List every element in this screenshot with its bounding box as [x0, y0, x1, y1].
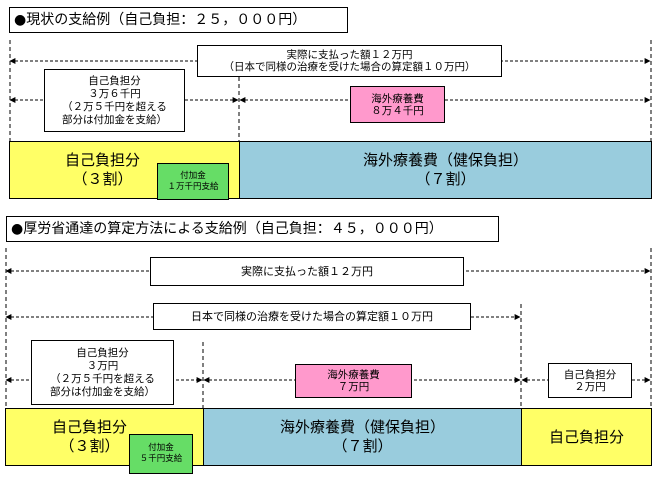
section1-actual-box: 実際に支払った額１２万円 （日本で同様の治療を受けた場合の算定額１０万円）: [197, 45, 502, 77]
self-line4: 部分は付加金を支給）: [50, 385, 155, 398]
addon-line1: 付加金: [180, 170, 206, 181]
bar-self-line2: （３割）: [59, 437, 120, 455]
addon-line2: ５千円支給: [139, 454, 183, 464]
self-line1: 自己負担分: [88, 74, 141, 87]
section2-title: ●厚労省通達の算定方法による支給例（自己負担：４５，０００円）: [6, 216, 499, 242]
section1-bar-insurance: 海外療養費（健保負担） （７割）: [239, 141, 652, 199]
addon-line2: １万千円支給: [167, 181, 219, 192]
bar-self-line1: 自己負担分: [64, 151, 140, 169]
section2-addon-box: 付加金 ５千円支給: [129, 434, 193, 474]
section1-self-box: 自己負担分 ３万６千円 （２万５千円を超える 部分は付加金を支給）: [44, 69, 185, 132]
self-line2: ３万円: [86, 359, 119, 372]
bar-insurance-line1: 海外療養費（健保負担）: [279, 418, 445, 436]
bar-self-line1: 自己負担分: [51, 418, 127, 436]
self-line3: （２万５千円を超える: [62, 100, 167, 113]
actual-text: 実際に支払った額１２万円: [241, 264, 373, 278]
bar-self-line2: （３割）: [72, 170, 133, 188]
self-line3: （２万５千円を超える: [50, 372, 155, 385]
section2-bar-insurance: 海外療養費（健保負担） （７割）: [203, 408, 522, 466]
section2-bar-self-right: 自己負担分: [521, 408, 652, 466]
bar-self-right-text: 自己負担分: [548, 427, 624, 446]
japan-text: 日本で同様の治療を受けた場合の算定額１０万円: [191, 309, 433, 323]
bar-insurance-line2: （７割）: [415, 170, 476, 188]
section2-self-box: 自己負担分 ３万円 （２万５千円を超える 部分は付加金を支給）: [31, 340, 174, 405]
self-line2: ３万６千円: [88, 87, 141, 100]
section2-overseas-box: 海外療養費 ７万円: [295, 364, 412, 398]
section1-title-text: ●現状の支給例（自己負担：２５，０００円）: [14, 12, 307, 28]
actual-line1: 実際に支払った額１２万円: [286, 49, 413, 61]
overseas-line2: ７万円: [337, 381, 370, 393]
section2-japan-box: 日本で同様の治療を受けた場合の算定額１０万円: [153, 303, 471, 330]
section1-title: ●現状の支給例（自己負担：２５，０００円）: [9, 7, 348, 33]
self-line1: 自己負担分: [76, 346, 129, 359]
right-self-line1: 自己負担分: [563, 368, 617, 381]
section1-addon-box: 付加金 １万千円支給: [157, 163, 229, 200]
section2-right-self-box: 自己負担分 ２万円: [548, 363, 632, 398]
actual-line2: （日本で同様の治療を受けた場合の算定額１０万円）: [223, 61, 476, 73]
addon-line1: 付加金: [148, 443, 174, 453]
bar-insurance-line2: （７割）: [332, 437, 393, 455]
overseas-line1: 海外療養費: [371, 92, 424, 105]
self-line4: 部分は付加金を支給）: [62, 113, 167, 126]
overseas-line2: ８万４千円: [371, 104, 424, 117]
bar-insurance-line1: 海外療養費（健保負担）: [362, 151, 528, 169]
right-self-line2: ２万円: [574, 380, 606, 393]
section2-title-text: ●厚労省通達の算定方法による支給例（自己負担：４５，０００円）: [11, 221, 443, 237]
section2-actual-box: 実際に支払った額１２万円: [150, 257, 464, 286]
overseas-line1: 海外療養費: [327, 369, 380, 381]
section1-overseas-box: 海外療養費 ８万４千円: [350, 86, 445, 123]
